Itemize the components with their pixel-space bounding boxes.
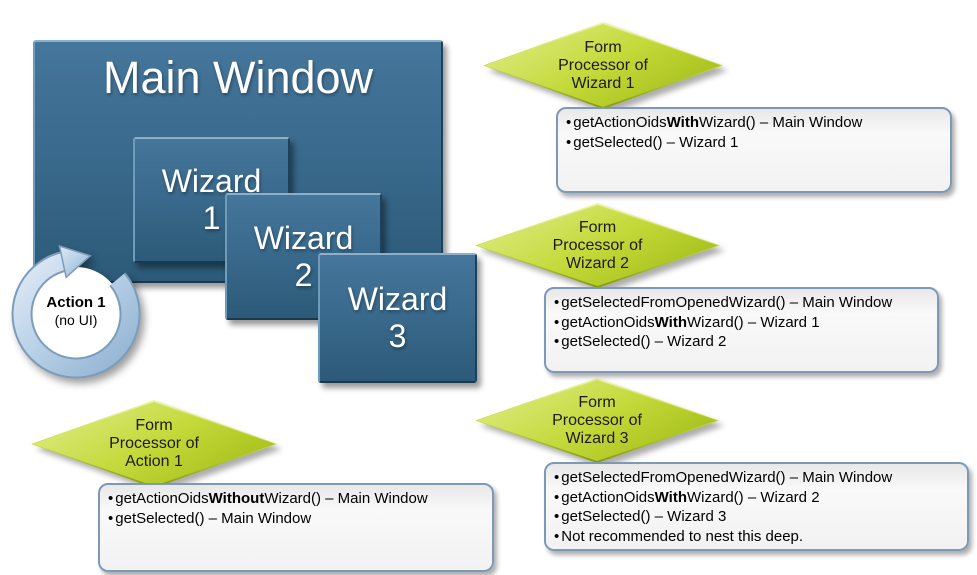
- diamond-label: Form Processor of Action 1: [109, 417, 199, 470]
- bullet-line: getSelected() – Wizard 1: [566, 133, 942, 153]
- bullet-line: getSelected() – Main Window: [108, 509, 484, 529]
- wizard-3-label-number: 3: [388, 318, 407, 354]
- bullet-line: Not recommended to nest this deep.: [554, 527, 959, 547]
- callout-box-wizard-1: getActionOidsWithWizard() – Main Windowg…: [556, 107, 952, 193]
- main-window-title: Main Window: [102, 52, 374, 103]
- callout-box-wizard-3: getSelectedFromOpenedWizard() – Main Win…: [544, 462, 969, 551]
- diamond-label: Form Processor of Wizard 3: [552, 393, 642, 447]
- wizard-3-label-name: Wizard: [347, 281, 448, 317]
- bullet-line: getSelected() – Wizard 3: [554, 507, 959, 527]
- callout-box-wizard-2: getSelectedFromOpenedWizard() – Main Win…: [544, 287, 939, 373]
- bullet-line: getActionOidsWithoutWizard() – Main Wind…: [108, 489, 484, 509]
- action-loop-title: Action 1: [46, 294, 106, 311]
- bullet-line: getSelectedFromOpenedWizard() – Main Win…: [554, 293, 929, 313]
- bullet-line: getActionOidsWithWizard() – Wizard 1: [554, 313, 929, 333]
- bullet-line: getActionOidsWithWizard() – Main Window: [566, 113, 942, 133]
- diamond-form-processor-wizard-3: Form Processor of Wizard 3: [475, 378, 719, 463]
- diamond-form-processor-wizard-1: Form Processor of Wizard 1: [483, 22, 723, 109]
- diamond-label: Form Processor of Wizard 2: [552, 218, 643, 272]
- diamond-label: Form Processor of Wizard 1: [558, 38, 648, 92]
- wizard-3-box: Wizard 3: [318, 253, 477, 383]
- wizard-1-label-number: 1: [202, 200, 221, 236]
- bullet-line: getSelectedFromOpenedWizard() – Main Win…: [554, 468, 959, 488]
- wizard-2-label-name: Wizard: [253, 219, 354, 256]
- action-loop-label: Action 1 (no UI): [30, 294, 122, 329]
- diamond-form-processor-wizard-2: Form Processor of Wizard 2: [475, 203, 720, 288]
- wizard-2-label-number: 2: [294, 256, 313, 293]
- bullet-line: getActionOidsWithWizard() – Wizard 2: [554, 488, 959, 508]
- callout-box-action-1: getActionOidsWithoutWizard() – Main Wind…: [98, 483, 494, 572]
- action-loop-arrow-icon: [11, 244, 141, 379]
- diamond-form-processor-action-1: Form Processor of Action 1: [31, 400, 277, 488]
- action-loop-subtitle: (no UI): [54, 312, 98, 328]
- bullet-line: getSelected() – Wizard 2: [554, 332, 929, 352]
